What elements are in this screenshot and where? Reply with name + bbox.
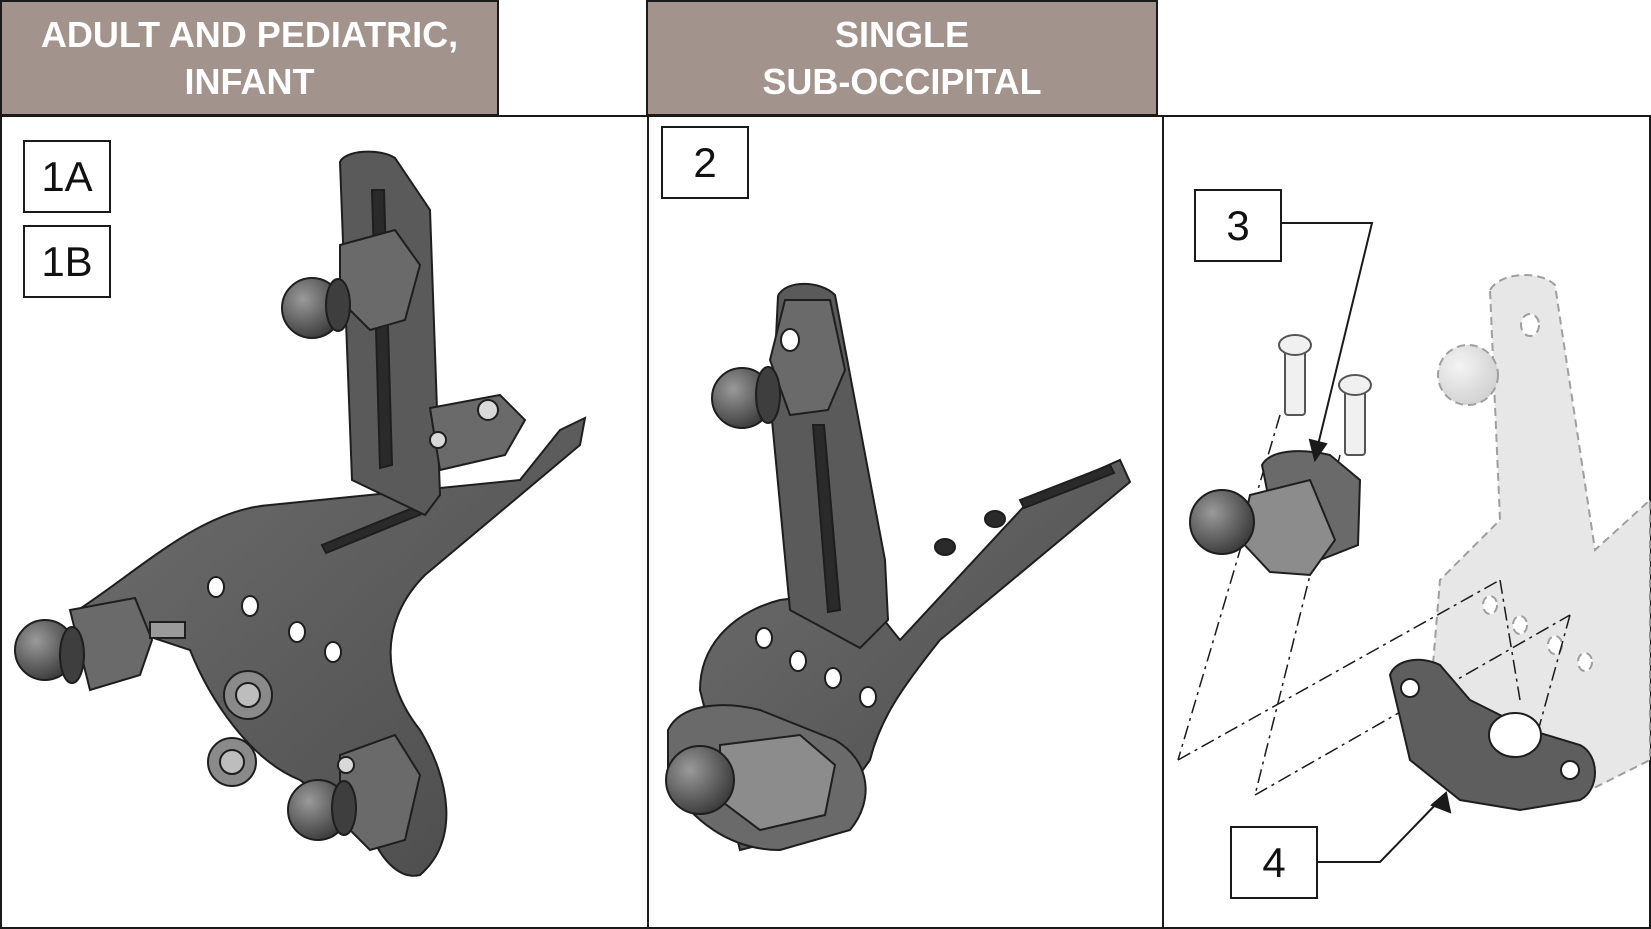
exploded-assembly-illustration <box>1177 222 1651 863</box>
header-middle-line2: SUB-OCCIPITAL <box>762 61 1042 102</box>
header-single-sub-occipital: SINGLE SUB-OCCIPITAL <box>646 0 1158 116</box>
header-left-line2: INFANT <box>184 61 315 102</box>
bracket-2-illustration <box>665 282 1132 852</box>
header-left-line1: ADULT AND PEDIATRIC, <box>40 14 459 55</box>
header-adult-pediatric-infant: ADULT AND PEDIATRIC, INFANT <box>0 0 499 116</box>
callout-4: 4 <box>1230 826 1318 899</box>
callout-1a: 1A <box>23 140 111 213</box>
callout-1b: 1B <box>23 225 111 298</box>
callout-2: 2 <box>661 126 749 199</box>
callout-3: 3 <box>1194 189 1282 262</box>
header-middle-line1: SINGLE <box>834 14 969 55</box>
bracket-1-illustration <box>14 150 587 877</box>
